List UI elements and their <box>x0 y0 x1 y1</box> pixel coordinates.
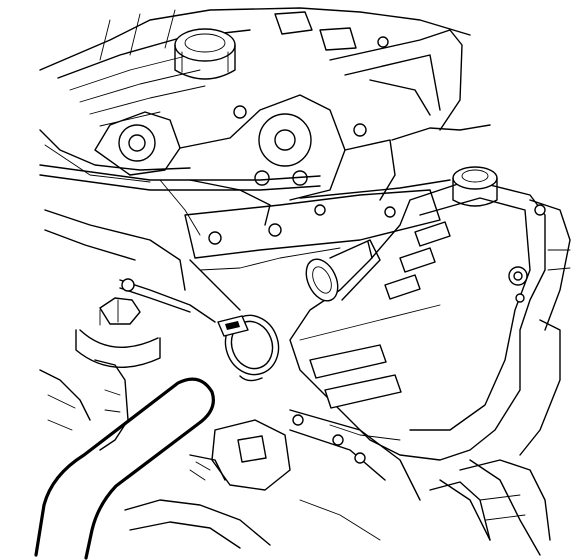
engine-cover <box>289 179 546 461</box>
oil-filter-cap <box>75 297 161 368</box>
oil-filler-cap <box>174 28 236 80</box>
left-structure <box>39 209 186 451</box>
coolant-reservoir-cap <box>452 166 498 207</box>
harness-connectors <box>274 11 491 141</box>
air-intake-hose <box>34 377 215 560</box>
throttle-body-inlet <box>305 239 381 302</box>
hose-clamp <box>217 314 280 382</box>
valve-cover <box>39 7 471 183</box>
lower-bracket <box>124 409 421 549</box>
bottom-right-assembly <box>429 459 551 541</box>
mounting-plate <box>184 189 441 311</box>
intake-manifold <box>94 94 396 236</box>
fuel-rail <box>39 164 451 199</box>
sensor-harness <box>119 278 216 323</box>
right-bracket <box>439 199 571 556</box>
